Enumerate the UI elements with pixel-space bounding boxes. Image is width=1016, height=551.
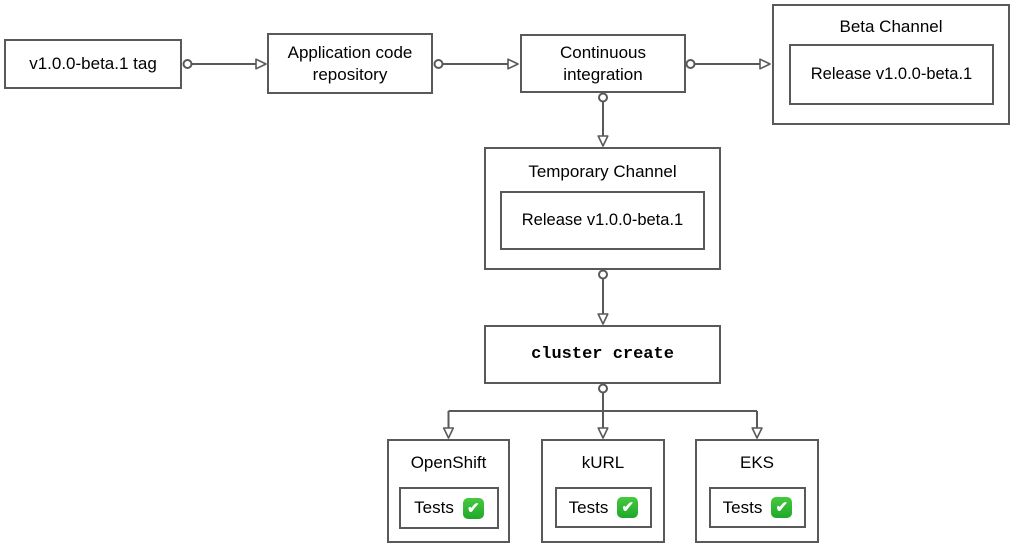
openshift-title: OpenShift xyxy=(410,453,487,472)
connector-temporary-channel-to-cluster-create xyxy=(597,269,609,325)
check-mark-button-icon: ✔ xyxy=(771,497,793,518)
cluster-create-command-node: cluster create xyxy=(484,325,721,384)
eks-tests-label: Tests xyxy=(722,497,763,517)
application-code-repository-node: Application code repository xyxy=(267,33,433,94)
eks-title: EKS xyxy=(739,453,775,472)
kurl-tests-box: Tests ✔ xyxy=(555,487,652,528)
kurl-cluster-node: kURL Tests ✔ xyxy=(541,439,665,543)
application-code-repository-label: Application code repository xyxy=(287,43,413,84)
openshift-cluster-node: OpenShift Tests ✔ xyxy=(387,439,510,543)
kurl-title: kURL xyxy=(581,453,625,472)
temporary-channel-title: Temporary Channel xyxy=(528,162,677,181)
temporary-channel-release-box: Release v1.0.0-beta.1 xyxy=(500,191,705,250)
check-glyph: ✔ xyxy=(621,499,635,516)
eks-cluster-node: EKS Tests ✔ xyxy=(695,439,819,543)
continuous-integration-node: Continuous integration xyxy=(520,34,686,93)
continuous-integration-label: Continuous integration xyxy=(559,43,646,84)
connector-tag-to-repo xyxy=(182,58,267,70)
connector-repo-to-ci xyxy=(433,58,519,70)
check-glyph: ✔ xyxy=(467,499,480,517)
kurl-tests-label: Tests xyxy=(568,497,609,517)
version-tag-label: v1.0.0-beta.1 tag xyxy=(29,54,157,74)
openshift-tests-box: Tests ✔ xyxy=(399,487,499,529)
beta-channel-release-box: Release v1.0.0-beta.1 xyxy=(789,44,994,105)
connector-ci-to-beta-channel xyxy=(685,58,771,70)
check-mark-button-icon: ✔ xyxy=(617,497,639,518)
temporary-channel-release-label: Release v1.0.0-beta.1 xyxy=(521,211,684,229)
openshift-tests-label: Tests xyxy=(414,498,454,517)
check-glyph: ✔ xyxy=(775,499,789,516)
connector-ci-to-temporary-channel xyxy=(597,92,609,147)
version-tag-node: v1.0.0-beta.1 tag xyxy=(4,39,182,89)
beta-channel-release-label: Release v1.0.0-beta.1 xyxy=(810,65,973,83)
connector-cluster-create-to-clusters xyxy=(442,383,763,439)
beta-channel-title: Beta Channel xyxy=(839,17,943,36)
eks-tests-box: Tests ✔ xyxy=(709,487,806,528)
check-mark-button-icon: ✔ xyxy=(462,497,484,519)
cluster-create-command-label: cluster create xyxy=(531,344,674,364)
beta-channel-node: Beta Channel Release v1.0.0-beta.1 xyxy=(772,4,1010,125)
temporary-channel-node: Temporary Channel Release v1.0.0-beta.1 xyxy=(484,147,721,270)
